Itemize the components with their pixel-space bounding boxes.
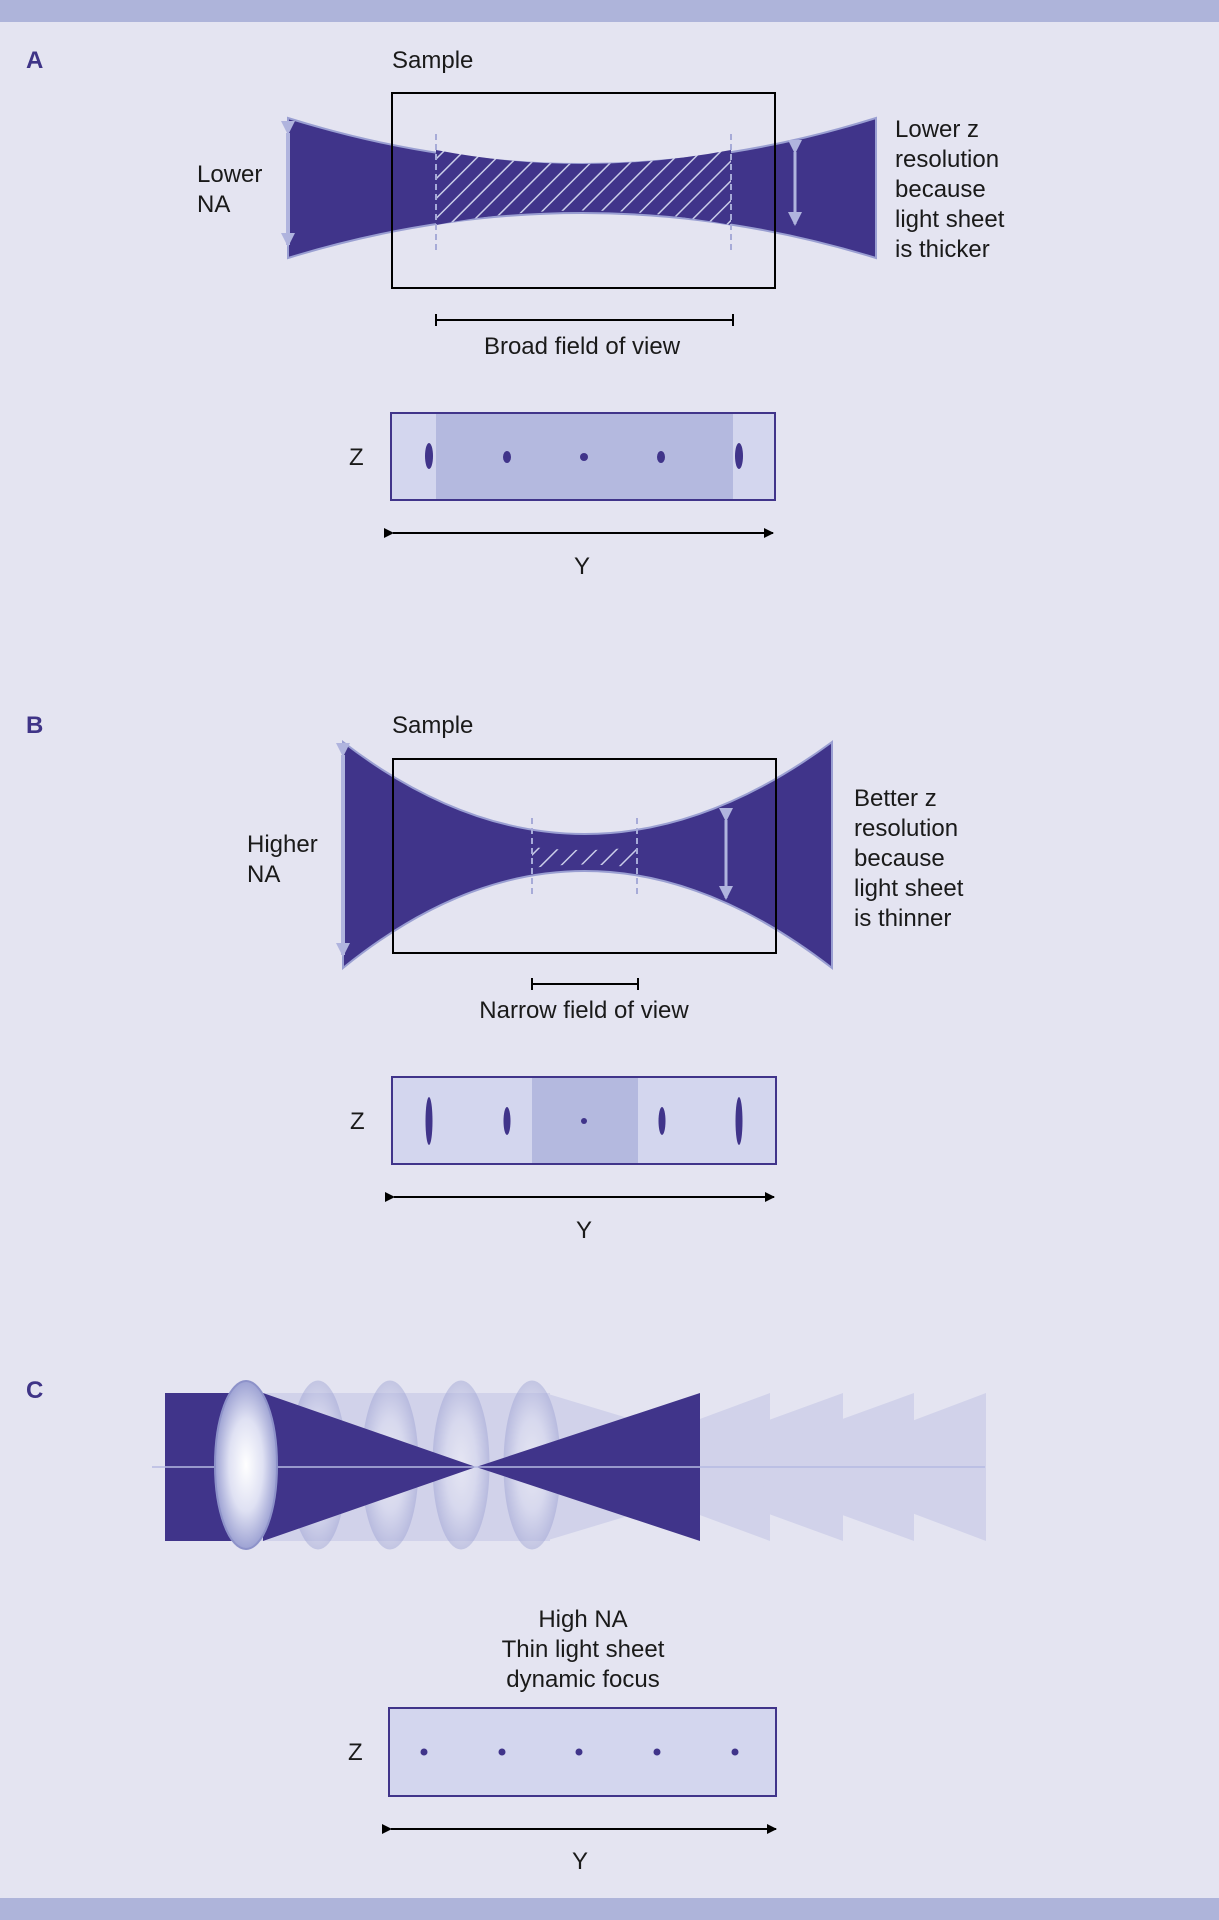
panel-b-note-4: light sheet (854, 875, 964, 902)
panel-a-note-1: Lower z (895, 116, 979, 143)
panel-b-note-1: Better z (854, 785, 937, 812)
panel-c-caption-1: High NA (538, 1606, 627, 1633)
panel-b-dot-1 (425, 1097, 433, 1145)
panel-a-dot-1 (425, 443, 433, 469)
panel-b-dot-3 (581, 1118, 587, 1124)
panel-b-dot-5 (735, 1097, 743, 1145)
panel-c: C High NA Thin light sheet dynamic focus (26, 1377, 986, 1875)
panel-c-y-label: Y (572, 1848, 588, 1875)
panel-b-hatched-fov (532, 847, 637, 868)
lens-icon (214, 1380, 278, 1550)
panel-b-sample-box (392, 758, 777, 954)
panel-a-sample-label: Sample (392, 47, 473, 74)
panel-b-na-label-1: Higher (247, 831, 318, 858)
panel-c-dot-4 (653, 1748, 661, 1756)
panel-c-letter: C (26, 1377, 43, 1404)
panel-b: B Sample Higher NA Better z resolution b… (26, 712, 964, 1244)
panel-a-dot-5 (735, 443, 743, 469)
panel-b-dot-2 (503, 1107, 511, 1135)
panel-b-z-label: Z (350, 1108, 365, 1135)
panel-b-y-label: Y (576, 1217, 592, 1244)
panel-a: A Sample Lower NA Lower z resolution bec… (26, 47, 1005, 580)
panel-c-dot-2 (498, 1748, 506, 1756)
panel-c-dot-1 (420, 1748, 428, 1756)
panel-a-dot-2 (503, 451, 511, 463)
panel-a-z-label: Z (349, 444, 364, 471)
panel-c-caption-3: dynamic focus (506, 1666, 659, 1693)
panel-a-hatched-fov (436, 150, 731, 225)
panel-a-dot-3 (580, 453, 588, 461)
panel-b-na-label-2: NA (247, 861, 280, 888)
panel-b-note-5: is thinner (854, 905, 951, 932)
panel-a-na-label-1: Lower (197, 161, 262, 188)
panel-a-note-3: because (895, 176, 986, 203)
panel-a-note-2: resolution (895, 146, 999, 173)
panel-b-fov-label: Narrow field of view (479, 997, 689, 1024)
panel-b-note-2: resolution (854, 815, 958, 842)
panel-a-letter: A (26, 47, 43, 74)
panel-b-letter: B (26, 712, 43, 739)
panel-b-dot-4 (658, 1107, 666, 1135)
panel-a-sample-box (391, 92, 776, 289)
panel-a-y-label: Y (574, 553, 590, 580)
panel-a-note-5: is thicker (895, 236, 990, 263)
panel-a-na-label-2: NA (197, 191, 230, 218)
panel-c-caption-2: Thin light sheet (502, 1636, 665, 1663)
panel-c-dot-5 (731, 1748, 739, 1756)
panel-b-sample-label: Sample (392, 712, 473, 739)
panel-a-note-4: light sheet (895, 206, 1005, 233)
panel-a-dot-4 (657, 451, 665, 463)
top-band (0, 0, 1219, 22)
panel-b-note-3: because (854, 845, 945, 872)
panel-c-dot-3 (575, 1748, 583, 1756)
bottom-band (0, 1898, 1219, 1920)
panel-a-fov-label: Broad field of view (484, 333, 681, 360)
panel-c-z-label: Z (348, 1739, 363, 1766)
